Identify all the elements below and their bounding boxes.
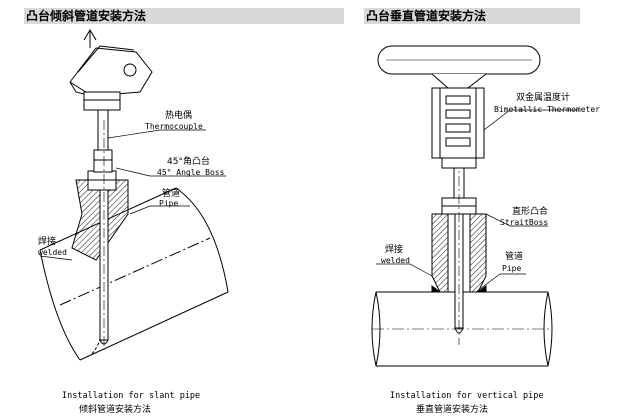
slant-pipe-diagram [39,29,229,361]
weld-bead-right [476,285,487,293]
thermocouple-stem [93,109,113,350]
thermometer-label-en: Bimetallic Thermometer [494,105,600,114]
bimetallic-thermometer [431,87,485,169]
straight-boss-label-cn: 直形凸合 [512,205,548,217]
boss-label-cn: 45°角凸台 [167,155,210,167]
left-caption-cn: 倾斜管道安装方法 [79,403,151,415]
right-welded-label-en: welded [381,256,410,265]
vertical-pipe-diagram [371,45,578,367]
welded-label-cn: 焊接 [38,235,56,247]
weld-bead-left [431,285,442,293]
right-caption-cn: 垂直管道安装方法 [416,403,488,415]
thermometer-dial [377,45,541,89]
left-section-header: 凸台倾斜管道安装方法 [24,8,344,24]
thermocouple-head [69,29,153,111]
right-leaders [376,109,578,293]
welded-label-en: welded [38,248,67,257]
pipe-label-en: Pipe [159,199,178,208]
boss-label-en: 45° Angle Boss [157,168,225,177]
thermometer-label-cn: 双金属温度计 [516,91,570,103]
right-welded-label-cn: 焊接 [385,243,403,255]
pipe-label-cn: 管道 [162,187,180,199]
straight-boss-label-en: StraitBoss [500,218,548,227]
right-caption-en: Installation for vertical pipe [390,391,544,401]
right-pipe-label-en: Pipe [502,264,521,273]
right-section-header: 凸台垂直管道安装方法 [364,8,580,24]
right-pipe-label-cn: 管道 [505,250,523,262]
straight-boss [431,197,487,293]
left-caption-en: Installation for slant pipe [62,391,200,401]
thermocouple-label-cn: 热电偶 [165,109,192,121]
slant-pipe [39,187,229,361]
thermocouple-label-en: Thermocouple [145,122,203,131]
left-leaders [39,129,226,261]
